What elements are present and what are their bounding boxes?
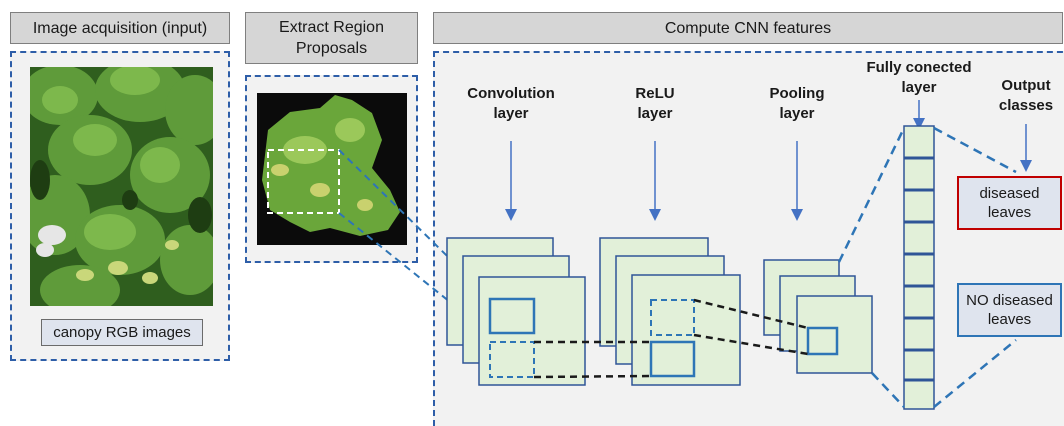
stage-header-proposals: Extract Region Proposals: [245, 12, 418, 64]
label-fc-layer: Fully conected layer: [866, 59, 972, 96]
output-no-diseased-leaves: NO diseased leaves: [957, 283, 1062, 337]
output-diseased-leaves: diseased leaves: [957, 176, 1062, 230]
label-relu-layer: ReLU layer: [635, 85, 675, 122]
label-output-classes: Output classes: [998, 77, 1054, 114]
stage-header-acquisition: Image acquisition (input): [10, 12, 230, 44]
stage-header-cnn: Compute CNN features: [433, 12, 1063, 44]
panel-proposals: [245, 75, 418, 263]
stage-header-proposals-text: Extract Region Proposals: [279, 19, 384, 57]
input-caption: canopy RGB images: [41, 319, 203, 346]
panel-acquisition: [10, 51, 230, 361]
label-pool-layer: Pooling layer: [769, 85, 825, 122]
label-conv-layer: Convolution layer: [467, 85, 555, 122]
